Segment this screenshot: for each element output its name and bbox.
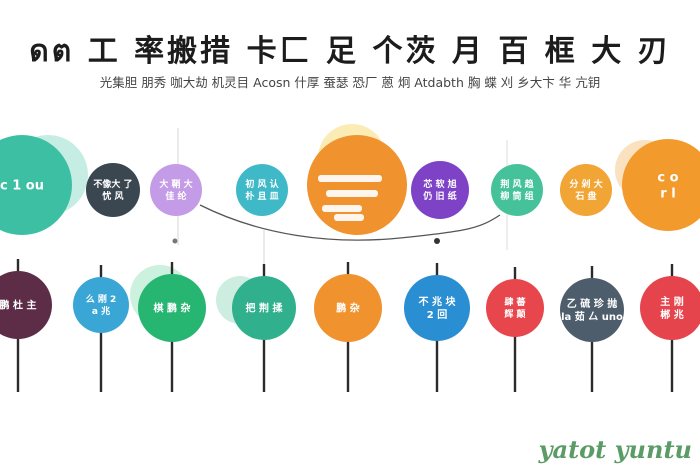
brush-stroke	[326, 190, 378, 197]
node-label: 不 兆 块	[419, 295, 457, 308]
node-circle	[86, 163, 140, 217]
node-label: 芯 软 旭	[423, 178, 456, 190]
brush-stroke	[318, 175, 382, 182]
node-top-7: 荆 风 趋柳 筒 组	[491, 164, 543, 216]
node-label: 鹏 杜 主	[0, 298, 36, 311]
node-label: 不像大 了	[93, 178, 132, 190]
connector-line	[199, 204, 501, 241]
node-label: 鹏 杂	[336, 301, 359, 314]
brush-stroke	[322, 205, 362, 212]
node-bottom-4: 把 荆 揉	[232, 264, 296, 392]
node-circle	[0, 135, 72, 235]
node-label: 主 刚	[660, 295, 683, 308]
node-label: 把 荆 揉	[246, 301, 284, 314]
node-circle	[236, 164, 288, 216]
node-label: 2 回	[427, 309, 447, 321]
node-top-4: 初 风 认朴 且 皿	[236, 164, 288, 216]
node-top-8: 分 剁 大石 盘	[560, 164, 612, 216]
node-circle	[640, 276, 700, 340]
node-label: 辉 颠	[504, 308, 525, 320]
node-label: 柳 筒 组	[500, 190, 533, 202]
node-circle	[150, 164, 202, 216]
node-top-2: 不像大 了忧 风	[86, 163, 140, 217]
connector-dot	[172, 238, 178, 244]
node-circle	[232, 276, 296, 340]
node-label: 仍 旧 纸	[422, 190, 456, 202]
node-label: 荆 风 趋	[500, 178, 534, 190]
node-circle	[411, 161, 469, 219]
node-label: 初 风 认	[245, 178, 279, 190]
node-circle	[491, 164, 543, 216]
node-label: a 兆	[92, 305, 110, 317]
node-bottom-2: 么 刚 2a 兆	[73, 265, 129, 392]
node-circle	[560, 164, 612, 216]
node-top-3: 大 鞘 大佳 纶	[150, 164, 202, 216]
node-circle	[622, 139, 700, 231]
node-circle	[486, 279, 544, 337]
node-top-1: c 1 ou	[0, 135, 72, 235]
node-label: la 茹 厶 uno	[561, 310, 623, 323]
node-bottom-3: 棋 鹏 杂	[138, 262, 206, 392]
node-circle	[404, 275, 470, 341]
node-label: c o	[657, 170, 678, 185]
node-top-9: c or l	[622, 139, 700, 231]
node-label: 大 鞘 大	[159, 178, 192, 190]
node-label: c 1 ou	[0, 178, 44, 193]
node-label: 棋 鹏 杂	[153, 301, 191, 314]
node-label: 肆 蕃	[504, 296, 526, 308]
node-circle	[560, 278, 624, 342]
node-label: 么 刚 2	[86, 293, 117, 305]
node-label: 石 盘	[574, 190, 596, 202]
page-subtitle: 光集胆 朋秀 咖大劫 机灵目 Acosn 什厚 蚕瑟 恐厂 蒽 炯 Atdabt…	[99, 75, 601, 90]
node-label: 朴 且 皿	[245, 190, 278, 202]
node-label: 佳 纶	[165, 190, 186, 202]
node-circle	[314, 274, 382, 342]
node-label: 忧 风	[102, 190, 123, 202]
brush-stroke	[334, 214, 364, 221]
node-bottom-7: 肆 蕃辉 颠	[486, 267, 544, 392]
node-bottom-1: 鹏 杜 主	[0, 259, 52, 392]
node-bottom-9: 主 刚郴 兆	[640, 264, 700, 392]
node-circle	[138, 274, 206, 342]
node-label: 乙 硫 珍 抛	[567, 297, 617, 310]
node-label: 分 剁 大	[569, 178, 602, 190]
watermark-signature: yatot yuntu	[538, 435, 692, 464]
node-label: 郴 兆	[660, 308, 683, 321]
connector-dot	[434, 238, 440, 244]
node-label: r l	[660, 186, 675, 201]
node-bottom-5: 鹏 杂	[314, 262, 382, 392]
node-bottom-6: 不 兆 块2 回	[404, 263, 470, 392]
node-circle	[0, 271, 52, 339]
node-circle	[73, 277, 129, 333]
node-bottom-8: 乙 硫 珍 抛la 茹 厶 uno	[560, 266, 624, 392]
node-top-6: 芯 软 旭仍 旧 纸	[411, 161, 469, 219]
page-title: ดต 工 率搬措 卡匚 足 个茨 月 百 框 大 刃	[29, 34, 671, 69]
